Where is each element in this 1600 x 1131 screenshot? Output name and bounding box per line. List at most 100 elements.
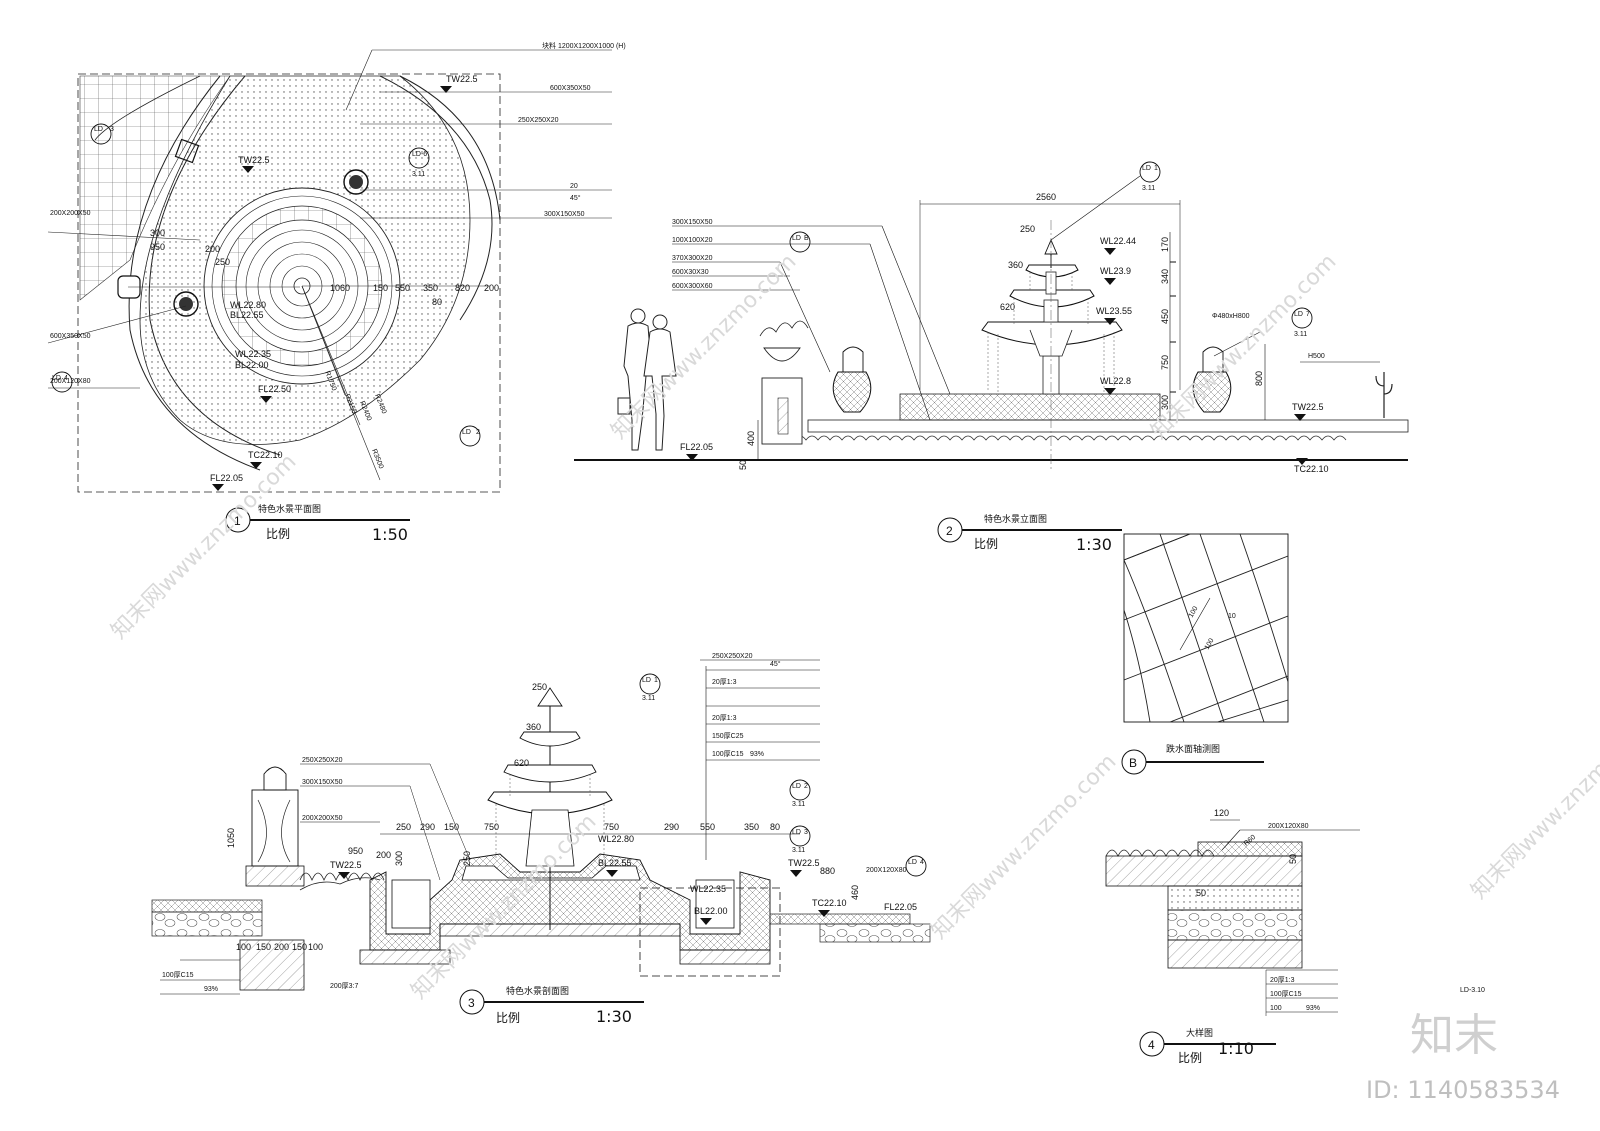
elev-level-1: WL22.44	[1100, 236, 1136, 246]
pattern-dim-2: 10	[1228, 613, 1236, 620]
sect-dim-14: 350	[744, 822, 759, 832]
plan-callout-1-code: LD	[94, 126, 103, 133]
elev-sheet-ref-2: 3.11	[1294, 331, 1307, 338]
plan-radius-4: R2480	[373, 393, 387, 415]
sect-note-7: 93%	[750, 751, 764, 758]
sect-level-4: BL22.00	[694, 906, 728, 916]
elev-view-number: 2	[946, 524, 953, 538]
elevation-view: LD B LD 1 3.11 LD 7 3.11 300X150X50 100X…	[574, 161, 1409, 554]
sheet-code: LD-3.10	[1460, 987, 1485, 994]
sect-note-2: 45°	[770, 660, 781, 668]
plan-view-number: 1	[234, 514, 241, 528]
sect-dim-2: 360	[526, 722, 541, 732]
elev-level-4: WL22.8	[1100, 376, 1131, 386]
sect-note-13: 200厚3:7	[330, 982, 359, 990]
sect-level-3: WL22.35	[690, 884, 726, 894]
elev-note-1: 300X150X50	[672, 219, 713, 226]
elev-note-4: 600X30X30	[672, 269, 709, 276]
detail-note-2: 20厚1:3	[1270, 976, 1295, 984]
plan-note-5: 45°	[570, 194, 581, 202]
sect-dim-7: 250	[396, 822, 411, 832]
sect-dim-19: 250	[462, 851, 472, 866]
plan-dim-5: 1060	[330, 283, 350, 293]
plan-dim-6: 150	[373, 283, 388, 293]
plan-radius-5: R3500	[370, 448, 384, 470]
plan-dim-9: 820	[455, 283, 470, 293]
sect-level-7: TC22.10	[812, 898, 847, 908]
plan-level-5: WL22.35	[235, 349, 271, 359]
elev-dim-6: 340	[1160, 269, 1170, 284]
elev-dim-8: 750	[1160, 355, 1170, 370]
plan-callout-2-code: LD-6	[412, 151, 427, 158]
elev-level-2: WL23.9	[1100, 266, 1131, 276]
elev-note-3: 370X300X20	[672, 255, 713, 262]
sect-callout-4-code: LD	[908, 859, 917, 866]
detail-note-5: 93%	[1306, 1005, 1320, 1012]
sect-dim-12: 290	[664, 822, 679, 832]
sect-dim-3: 620	[514, 758, 529, 768]
elev-view-title: 特色水景立面图	[984, 513, 1047, 524]
sect-dim-24: 100	[308, 942, 323, 952]
elev-callout-3-sheet: 7	[1306, 311, 1310, 318]
sect-note-12: 93%	[204, 986, 218, 993]
plan-scale-label: 比例	[266, 527, 290, 541]
sect-level-8: FL22.05	[884, 902, 917, 912]
plan-dim-10: 200	[484, 283, 499, 293]
plan-level-3: WL22.80	[230, 300, 266, 310]
sect-level-6: TW22.5	[788, 858, 820, 868]
elev-dim-7: 450	[1160, 309, 1170, 324]
detail-dim-1: 120	[1214, 808, 1229, 818]
detail-dim-2: 50	[1196, 888, 1206, 898]
elev-scale: 1:30	[1076, 535, 1112, 554]
elev-sheet-ref-1: 3.11	[1142, 185, 1155, 192]
plan-level-6: BL22.00	[235, 360, 269, 370]
plan-level-1: TW22.5	[446, 74, 478, 84]
elev-scale-label: 比例	[974, 537, 998, 551]
detail-scale: 1:10	[1218, 1039, 1254, 1058]
plan-callout-2-sheet: 3.11	[412, 171, 425, 178]
sect-dim-15: 80	[770, 822, 780, 832]
watermark-brand: 知末	[1410, 1010, 1498, 1061]
elev-dim-12: 800	[1254, 371, 1264, 386]
elev-dim-10: 400	[746, 431, 756, 446]
sect-level-5: TW22.5	[330, 860, 362, 870]
plan-dim-8: 350	[423, 283, 438, 293]
elev-callout-1-code: LD	[792, 235, 801, 242]
elev-callout-1-sheet: B	[804, 235, 809, 242]
sect-note-8: 250X250X20	[302, 757, 343, 764]
sect-callout-3-code: LD	[792, 829, 801, 836]
sect-note-4: 20厚1:3	[712, 714, 737, 722]
elev-dim-1: 2560	[1036, 192, 1056, 202]
detail-note-1: 200X120X80	[1268, 823, 1309, 830]
plan-level-4: BL22.55	[230, 310, 264, 320]
plan-callout-4-code: LD	[462, 429, 471, 436]
elev-dim-9: 300	[1160, 395, 1170, 410]
plan-dim-4: 250	[215, 257, 230, 267]
sect-scale: 1:30	[596, 1007, 632, 1026]
plan-level-2: TW22.5	[238, 155, 270, 165]
plan-callout-3-sheet: 4	[64, 375, 68, 382]
sect-dim-6: 200	[376, 850, 391, 860]
elev-note-2: 100X100X20	[672, 237, 713, 244]
plan-note-7: 200X200X50	[50, 210, 91, 217]
sect-dim-17: 460	[850, 885, 860, 900]
pattern-view: 100 10 100 B 跌水面轴测图	[1121, 533, 1289, 775]
sect-note-1: 250X250X20	[712, 653, 753, 660]
sect-note-10: 200X200X50	[302, 815, 343, 822]
sect-dim-22: 200	[274, 942, 289, 952]
sect-callout-3-sheet: 3	[804, 829, 808, 836]
sect-callout-2-code: LD	[792, 783, 801, 790]
detail-note-3: 100厚C15	[1270, 990, 1302, 998]
sect-dim-18: 300	[394, 851, 404, 866]
plan-note-9: 200X120X80	[50, 378, 91, 385]
detail-note-4: 100	[1270, 1005, 1282, 1012]
sect-dim-10: 750	[484, 822, 499, 832]
sect-dim-4: 1050	[226, 828, 236, 848]
elev-callout-3-code: LD	[1294, 311, 1303, 318]
plan-dim-2: 950	[150, 242, 165, 252]
sect-callout-2-sheet: 2	[804, 783, 808, 790]
sect-note-9: 300X150X50	[302, 779, 343, 786]
sect-dim-11: 750	[604, 822, 619, 832]
plan-callout-3-code: LD	[52, 375, 61, 382]
